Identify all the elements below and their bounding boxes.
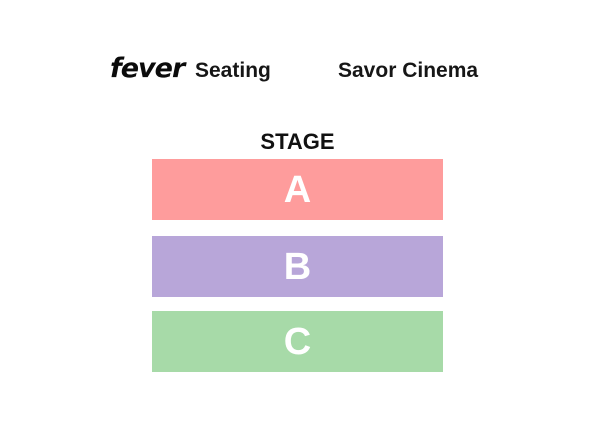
app-title: Seating <box>195 59 271 82</box>
section-b[interactable]: B <box>152 236 443 297</box>
venue-name: Savor Cinema <box>338 59 479 82</box>
section-a-label: A <box>283 168 312 211</box>
stage-label: STAGE <box>260 129 335 154</box>
section-a[interactable]: A <box>152 159 443 220</box>
fever-logo: fever <box>110 53 185 84</box>
section-c[interactable]: C <box>152 311 443 372</box>
section-b-label: B <box>283 245 312 288</box>
section-c-label: C <box>283 320 312 363</box>
